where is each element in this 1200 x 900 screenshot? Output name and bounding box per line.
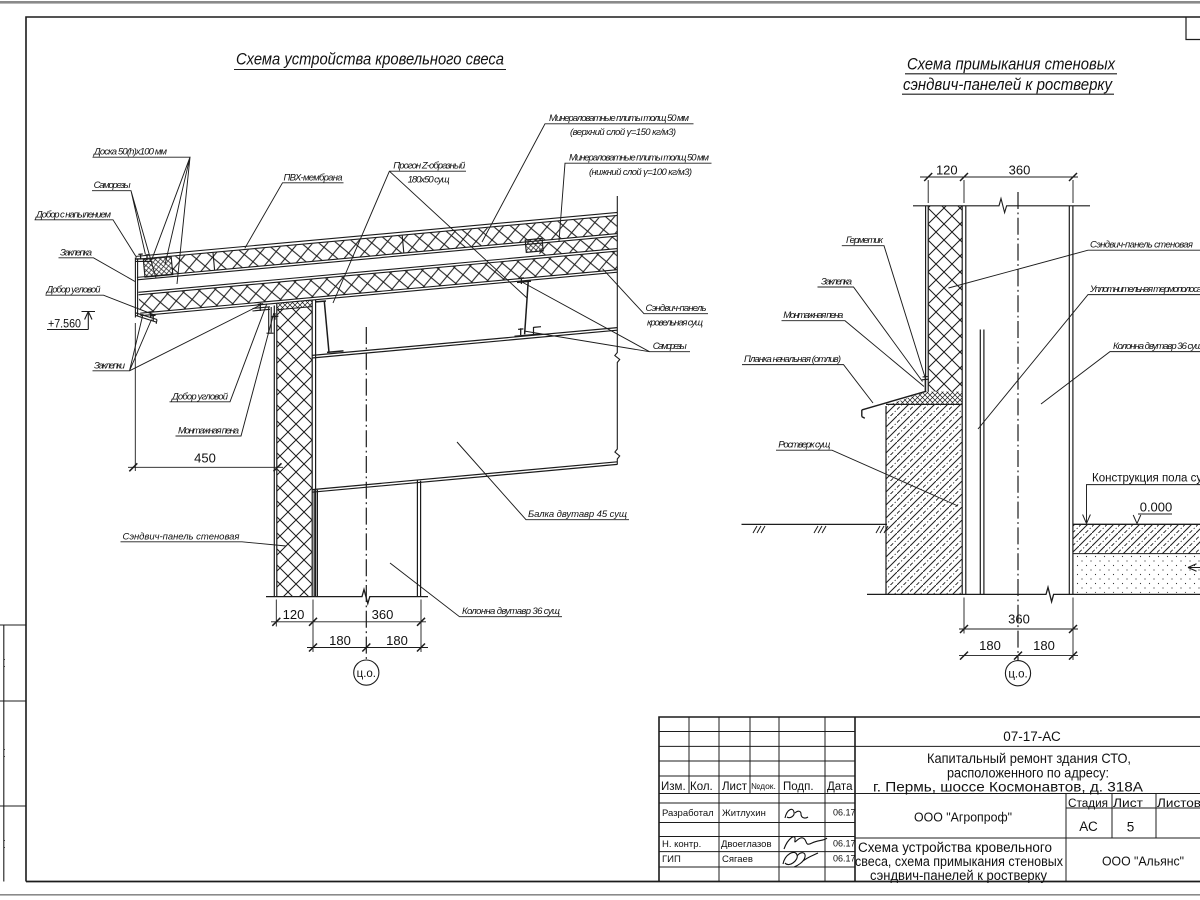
- svg-text:Монтажная пена: Монтажная пена: [783, 310, 843, 321]
- svg-text:120: 120: [936, 163, 958, 178]
- svg-text:Добор угловой: Добор угловой: [171, 391, 229, 402]
- svg-text:сэндвич-панелей к ростверку: сэндвич-панелей к ростверку: [903, 75, 1113, 94]
- svg-text:ГИП: ГИП: [662, 854, 681, 865]
- svg-text:(верхний слой γ=150 кг/м3): (верхний слой γ=150 кг/м3): [570, 127, 676, 138]
- svg-text:Изм.: Изм.: [661, 781, 686, 793]
- svg-text:Двоеглазов: Двоеглазов: [721, 839, 772, 850]
- svg-text:Листов: Листов: [1157, 798, 1200, 810]
- svg-text:Дата: Дата: [827, 781, 853, 793]
- svg-text:450: 450: [194, 450, 216, 465]
- svg-text:360: 360: [1008, 612, 1030, 627]
- svg-text:360: 360: [1009, 163, 1031, 178]
- svg-text:Житлухин: Житлухин: [722, 808, 766, 819]
- svg-text:. .: . .: [0, 749, 7, 758]
- svg-text:Лист: Лист: [1113, 798, 1144, 810]
- svg-text:(нижний слой γ=100 кг/м3): (нижний слой γ=100 кг/м3): [589, 167, 692, 178]
- svg-text:180: 180: [979, 638, 1001, 653]
- svg-text:кровельная сущ: кровельная сущ: [647, 318, 703, 329]
- svg-text:Сягаев: Сягаев: [722, 854, 753, 865]
- svg-text:ц.о.: ц.о.: [1008, 669, 1027, 681]
- svg-text:Н. контр.: Н. контр.: [662, 839, 701, 850]
- svg-text:0.000: 0.000: [1140, 500, 1173, 515]
- svg-text:180: 180: [329, 633, 351, 648]
- svg-text:г. Пермь, шоссе Космонавтов, д: г. Пермь, шоссе Космонавтов, д. 318А: [873, 779, 1144, 795]
- svg-text:Заклепка: Заклепка: [60, 247, 92, 258]
- svg-text:Добор с напылением: Добор с напылением: [35, 209, 111, 220]
- svg-text:120: 120: [283, 607, 305, 622]
- svg-text:06.17: 06.17: [833, 839, 856, 849]
- svg-text:. .: . .: [0, 840, 7, 849]
- svg-text:Сэндвич-панель стеновая: Сэндвич-панель стеновая: [123, 531, 240, 542]
- svg-text:Минераловатные плиты толщ 50 м: Минераловатные плиты толщ 50 мм: [549, 113, 689, 124]
- svg-text:Балка двутавр 45 сущ: Балка двутавр 45 сущ: [528, 509, 627, 520]
- svg-text:180х50 сущ: 180х50 сущ: [408, 175, 450, 186]
- svg-text:ПВХ-мембрана: ПВХ-мембрана: [284, 172, 343, 183]
- svg-text:Колонна двутавр 36 сущ: Колонна двутавр 36 сущ: [462, 606, 560, 617]
- svg-text:Подп.: Подп.: [783, 781, 814, 793]
- svg-text:Стадия: Стадия: [1068, 798, 1108, 810]
- svg-text:№док.: №док.: [751, 781, 776, 791]
- svg-text:180: 180: [386, 633, 408, 648]
- svg-text:360: 360: [372, 607, 394, 622]
- svg-text:Сэндвич-панель стеновая: Сэндвич-панель стеновая: [1090, 240, 1193, 251]
- svg-text:Прогон Z-образный: Прогон Z-образный: [393, 161, 466, 172]
- svg-text:Добор угловой: Добор угловой: [46, 285, 102, 296]
- svg-text:Лист: Лист: [722, 781, 748, 793]
- svg-text:5: 5: [1127, 820, 1135, 835]
- svg-text:Минераловатные плиты толщ 50 м: Минераловатные плиты толщ 50 мм: [569, 152, 709, 163]
- svg-text:180: 180: [1033, 638, 1055, 653]
- svg-text:АС: АС: [1079, 819, 1098, 834]
- svg-text:Кол.: Кол.: [690, 781, 713, 793]
- svg-text:+7.560: +7.560: [48, 316, 81, 330]
- svg-text:расположенного по адресу:: расположенного по адресу:: [947, 765, 1109, 781]
- svg-text:. .: . .: [0, 659, 7, 668]
- svg-text:Сэндвич-панель: Сэндвич-панель: [646, 303, 707, 314]
- svg-text:Заклепка: Заклепка: [821, 276, 852, 287]
- svg-text:Схема устройства кровельного с: Схема устройства кровельного свеса: [236, 50, 504, 69]
- svg-text:07-17-АС: 07-17-АС: [1003, 729, 1061, 744]
- svg-text:Саморезы: Саморезы: [653, 341, 687, 352]
- svg-text:Ростверк сущ: Ростверк сущ: [778, 440, 830, 451]
- svg-text:ц.о.: ц.о.: [357, 668, 376, 680]
- svg-text:Планка начальная (отлив): Планка начальная (отлив): [744, 354, 841, 365]
- svg-text:06.17: 06.17: [833, 854, 856, 864]
- svg-text:ООО "Альянс": ООО "Альянс": [1102, 854, 1184, 869]
- svg-text:Схема устройства кровельного: Схема устройства кровельного: [858, 840, 1052, 855]
- svg-text:Саморезы: Саморезы: [94, 180, 131, 191]
- svg-text:Колонна двутавр 36 сущ: Колонна двутавр 36 сущ: [1113, 341, 1200, 352]
- svg-text:Герметик: Герметик: [846, 235, 884, 246]
- svg-text:Разработал: Разработал: [662, 808, 714, 819]
- svg-text:Схема примыкания стеновых: Схема примыкания стеновых: [907, 55, 1115, 74]
- svg-text:Доска 50(h)х100 мм: Доска 50(h)х100 мм: [93, 146, 167, 157]
- svg-text:Заклепки: Заклепки: [94, 360, 126, 371]
- svg-text:сэндвич-панелей к ростверку: сэндвич-панелей к ростверку: [870, 868, 1047, 883]
- svg-text:ООО "Агропроф": ООО "Агропроф": [914, 810, 1012, 825]
- svg-text:Монтажная пена: Монтажная пена: [178, 426, 239, 437]
- svg-text:06.17: 06.17: [833, 808, 856, 818]
- svg-text:Конструкция пола сущ: Конструкция пола сущ: [1092, 472, 1200, 484]
- svg-text:Капитальный ремонт здания СТО,: Капитальный ремонт здания СТО,: [927, 750, 1131, 766]
- svg-text:свеса, схема примыкания стенов: свеса, схема примыкания стеновых: [855, 854, 1063, 869]
- svg-text:Уплотнительная термополоса: Уплотнительная термополоса: [1089, 284, 1200, 295]
